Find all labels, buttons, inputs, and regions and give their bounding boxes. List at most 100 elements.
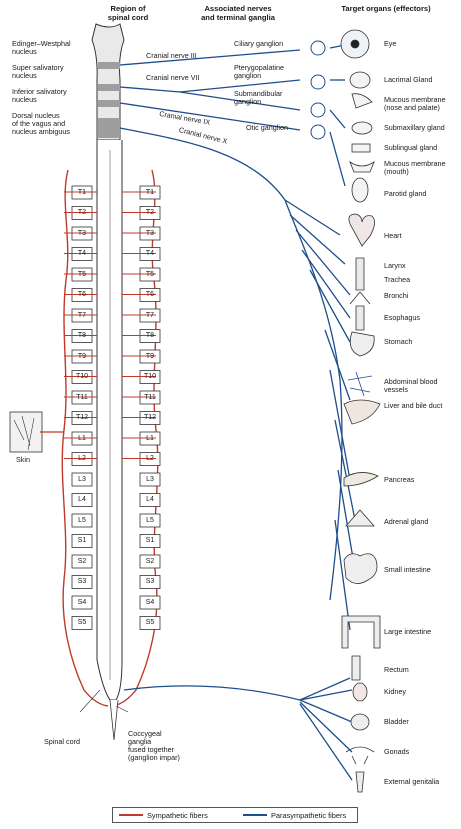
segment-label-right: T3 bbox=[141, 230, 159, 238]
organ-label: Larynx bbox=[384, 262, 406, 270]
organ-label-line: Sublingual gland bbox=[384, 144, 437, 152]
segment-label-left: L1 bbox=[73, 435, 91, 443]
cn10-stomach bbox=[310, 270, 350, 342]
adrenal-shape bbox=[346, 510, 374, 526]
organ-label-line: Bronchi bbox=[384, 292, 408, 300]
organ-label: Mucous membrane(mouth) bbox=[384, 160, 446, 176]
pelvic-bladder bbox=[300, 700, 352, 722]
sublingual-shape bbox=[352, 144, 370, 152]
segment-label-right: T5 bbox=[141, 271, 159, 279]
segment-label-left: T10 bbox=[73, 373, 91, 381]
esophagus-shape bbox=[356, 306, 364, 330]
organ-label-line: vessels bbox=[384, 386, 438, 394]
label-ciliary: Ciliary ganglion bbox=[234, 40, 283, 48]
segment-label-right: L4 bbox=[141, 496, 159, 504]
heart-shape bbox=[349, 214, 375, 246]
organ-label-line: Submaxillary gland bbox=[384, 124, 445, 132]
cn10-liver bbox=[325, 330, 350, 400]
segment-label-left: S3 bbox=[73, 578, 91, 586]
organ-label: Rectum bbox=[384, 666, 409, 674]
segment-label-right: T4 bbox=[141, 250, 159, 258]
vagus-line3: nucleus ambiguus bbox=[12, 128, 70, 136]
segment-label-left: T4 bbox=[73, 250, 91, 258]
segment-label-right: S2 bbox=[141, 558, 159, 566]
lacrimal-shape bbox=[350, 72, 370, 88]
segment-label-left: T5 bbox=[73, 271, 91, 279]
submax-shape bbox=[352, 122, 372, 134]
pelvic-genitalia bbox=[300, 704, 352, 780]
eye-pupil bbox=[351, 40, 359, 48]
organ-label-line: Liver and bile duct bbox=[384, 402, 442, 410]
label-spinal-cord: Spinal cord bbox=[44, 738, 80, 746]
segment-label-left: T9 bbox=[73, 353, 91, 361]
organ-label: Sublingual gland bbox=[384, 144, 437, 152]
large-int-shape bbox=[342, 616, 380, 648]
organ-label: Kidney bbox=[384, 688, 406, 696]
legend: Sympathetic fibers Parasympathetic fiber… bbox=[0, 803, 461, 825]
spinal-cord bbox=[97, 140, 122, 700]
organ-label-line: Small intestine bbox=[384, 566, 431, 574]
cn10-esoph bbox=[302, 250, 350, 318]
liver-shape bbox=[344, 400, 380, 424]
pelvic-kidney bbox=[300, 690, 352, 700]
segment-label-right: L1 bbox=[141, 435, 159, 443]
legend-sympathetic-label: Sympathetic fibers bbox=[147, 811, 208, 820]
organ-label-line: Trachea bbox=[384, 276, 410, 284]
organ-label: External genitalia bbox=[384, 778, 439, 786]
segment-label-left: T12 bbox=[73, 414, 91, 422]
label-ew-nucleus: Edinger–Westphal nucleus bbox=[12, 40, 71, 56]
organ-label: Gonads bbox=[384, 748, 409, 756]
organ-label: Submaxillary gland bbox=[384, 124, 445, 132]
supsal-line2: nucleus bbox=[12, 72, 64, 80]
segment-label-right: T10 bbox=[141, 373, 159, 381]
label-inf-sal-nucleus: Inferior salivatory nucleus bbox=[12, 88, 67, 104]
nose-shape bbox=[352, 94, 372, 108]
organ-label: Lacrimal Gland bbox=[384, 76, 432, 84]
label-cn7: Cranial nerve VII bbox=[146, 74, 200, 82]
coccygeal-line4: (ganglion impar) bbox=[128, 754, 180, 762]
organ-label: Bronchi bbox=[384, 292, 408, 300]
label-pterygopalatine: Pterygopalatine ganglion bbox=[234, 64, 284, 80]
genitalia-shape bbox=[356, 772, 364, 792]
segment-label-right: S3 bbox=[141, 578, 159, 586]
pelvic-gonads bbox=[300, 702, 352, 752]
organ-label: Mucous membrane(nose and palate) bbox=[384, 96, 446, 112]
segment-label-left: T2 bbox=[73, 209, 91, 217]
cn10-bronchi bbox=[296, 230, 350, 295]
label-coccygeal: Coccygeal ganglia fused together (gangli… bbox=[128, 730, 180, 762]
segment-label-right: L5 bbox=[141, 517, 159, 525]
segment-label-right: T8 bbox=[141, 332, 159, 340]
label-vagus-nucleus: Dorsal nucleus of the vagus and nucleus … bbox=[12, 112, 70, 136]
segment-label-right: T6 bbox=[141, 291, 159, 299]
label-submandibular: Submandibular ganglion bbox=[234, 90, 282, 106]
label-cn3: Cranial nerve III bbox=[146, 52, 197, 60]
infsal-line2: nucleus bbox=[12, 96, 67, 104]
segment-label-left: L5 bbox=[73, 517, 91, 525]
ptery-line2: ganglion bbox=[234, 72, 284, 80]
organ-label-line: Eye bbox=[384, 40, 396, 48]
segment-label-right: T7 bbox=[141, 312, 159, 320]
larynx-shape bbox=[356, 258, 364, 290]
nucleus-sup-sal bbox=[98, 84, 120, 91]
organ-label: Trachea bbox=[384, 276, 410, 284]
segment-label-right: S4 bbox=[141, 599, 159, 607]
segment-label-left: T1 bbox=[73, 189, 91, 197]
gonads-shape bbox=[346, 747, 374, 764]
segment-label-right: T9 bbox=[141, 353, 159, 361]
segment-label-left: L3 bbox=[73, 476, 91, 484]
otic-ganglion bbox=[311, 125, 325, 139]
rectum-shape bbox=[352, 656, 360, 680]
legend-parasympathetic-label: Parasympathetic fibers bbox=[271, 811, 346, 820]
organ-label: Small intestine bbox=[384, 566, 431, 574]
blood-vessel-shape bbox=[348, 372, 372, 396]
organ-label-line: Lacrimal Gland bbox=[384, 76, 432, 84]
organ-label-line: Parotid gland bbox=[384, 190, 426, 198]
otic-to-parotid bbox=[330, 132, 345, 186]
organ-label: Pancreas bbox=[384, 476, 414, 484]
coccygeal-pointer bbox=[116, 706, 128, 712]
organ-label: Adrenal gland bbox=[384, 518, 428, 526]
organ-label-line: External genitalia bbox=[384, 778, 439, 786]
segment-label-left: T8 bbox=[73, 332, 91, 340]
kidney-shape bbox=[353, 683, 367, 701]
